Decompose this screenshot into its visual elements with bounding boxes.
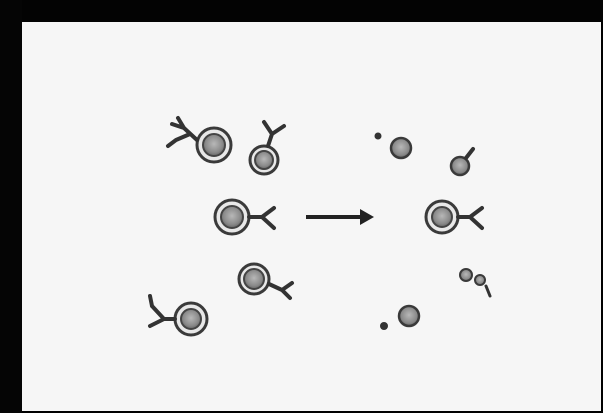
small-dot — [375, 133, 412, 159]
cell-with-y-receptor-after — [426, 201, 482, 233]
after-group — [375, 133, 491, 331]
cell-with-left-receptor — [150, 296, 207, 335]
tiny-pair — [460, 269, 490, 296]
small-cell-dot — [380, 306, 419, 330]
cell-with-small-receptor — [239, 264, 292, 298]
cell-with-y-receptor — [215, 200, 274, 234]
cell-with-side-receptor — [168, 118, 231, 162]
cell-with-top-receptor — [250, 122, 284, 174]
small-cell — [451, 149, 473, 175]
reaction-arrow — [306, 209, 374, 225]
before-group — [150, 118, 292, 335]
